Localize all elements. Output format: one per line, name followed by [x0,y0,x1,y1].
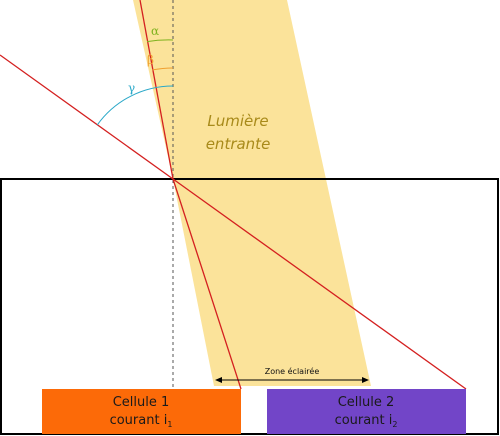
cell-1-current: courant i1 [110,413,173,429]
cell-2-current: courant i2 [335,413,398,429]
cell-1-current-main: courant i [110,413,168,428]
cell-2-current-sub: 2 [392,420,397,429]
ray-beta-incident [139,0,174,180]
beta-label: β [147,53,154,67]
cell-1-title: Cellule 1 [113,395,170,410]
light-label-line1: Lumière [207,112,268,130]
light-label-line2: entrante [206,135,271,153]
cell-1 [42,389,241,434]
ray-gamma-refracted [172,178,467,390]
light-beam [133,0,371,386]
alpha-arc [146,39,174,43]
ray-beta-refracted [172,178,242,390]
beta-arc [152,67,174,71]
cell-2-current-main: courant i [335,413,393,428]
ray-gamma-incident [0,54,174,180]
block-outline [0,178,499,435]
cell-1-current-sub: 1 [167,420,172,429]
gamma-label: γ [128,81,135,95]
cell-2 [267,389,466,434]
cell-2-title: Cellule 2 [338,395,395,410]
alpha-label: α [151,24,159,38]
rays [0,0,467,390]
zone-label: Zone éclairée [265,366,320,376]
gamma-arc [96,85,174,126]
